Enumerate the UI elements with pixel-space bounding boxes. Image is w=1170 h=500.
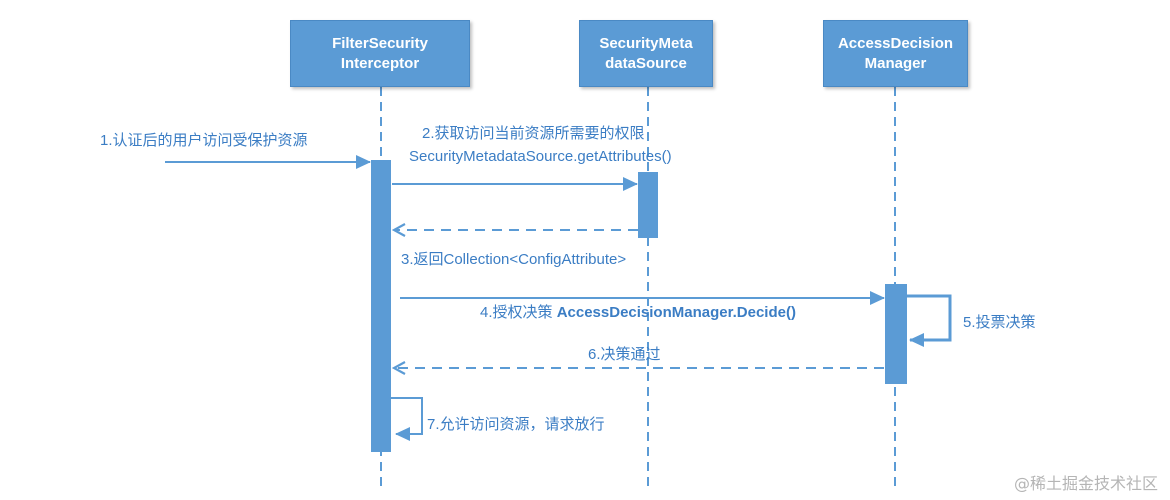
message-2-method-label: SecurityMetadataSource.getAttributes() — [409, 148, 672, 165]
message-7-label: 7.允许访问资源，请求放行 — [427, 416, 605, 433]
watermark: @稀土掘金技术社区 — [1013, 474, 1158, 493]
message-4-label: 4.授权决策 AccessDecisionManager.Decide() — [480, 303, 796, 323]
arrow-7-allow-self — [391, 397, 423, 441]
actor-access-decision-manager: AccessDecision Manager — [823, 20, 968, 87]
activation-bar-security-metadata-source — [638, 172, 658, 238]
message-1-label: 1.认证后的用户访问受保护资源 — [100, 132, 308, 149]
actor-security-metadata-source: SecurityMeta dataSource — [579, 20, 713, 87]
message-2-label: 2.获取访问当前资源所需要的权限 — [422, 125, 645, 142]
actor-filter-security-interceptor: FilterSecurity Interceptor — [290, 20, 470, 87]
actor-label-line1: FilterSecurity — [332, 34, 428, 52]
actor-label-line1: AccessDecision — [837, 34, 954, 52]
activation-bar-filter-security-interceptor — [371, 160, 391, 452]
actor-label-line2: Interceptor — [340, 54, 420, 72]
actor-label-line2: dataSource — [605, 54, 687, 72]
message-6-label: 6.决策通过 — [588, 346, 661, 363]
message-4-prefix: 4.授权决策 — [480, 304, 557, 321]
arrow-5-vote-self — [907, 294, 952, 347]
activation-bar-access-decision-manager — [885, 284, 907, 384]
message-3-label: 3.返回Collection<ConfigAttribute> — [401, 251, 627, 268]
message-5-label: 5.投票决策 — [963, 314, 1036, 331]
actor-label-line2: Manager — [864, 54, 927, 72]
actor-label-line1: SecurityMeta — [599, 34, 693, 52]
message-4-method: AccessDecisionManager.Decide() — [556, 304, 796, 321]
